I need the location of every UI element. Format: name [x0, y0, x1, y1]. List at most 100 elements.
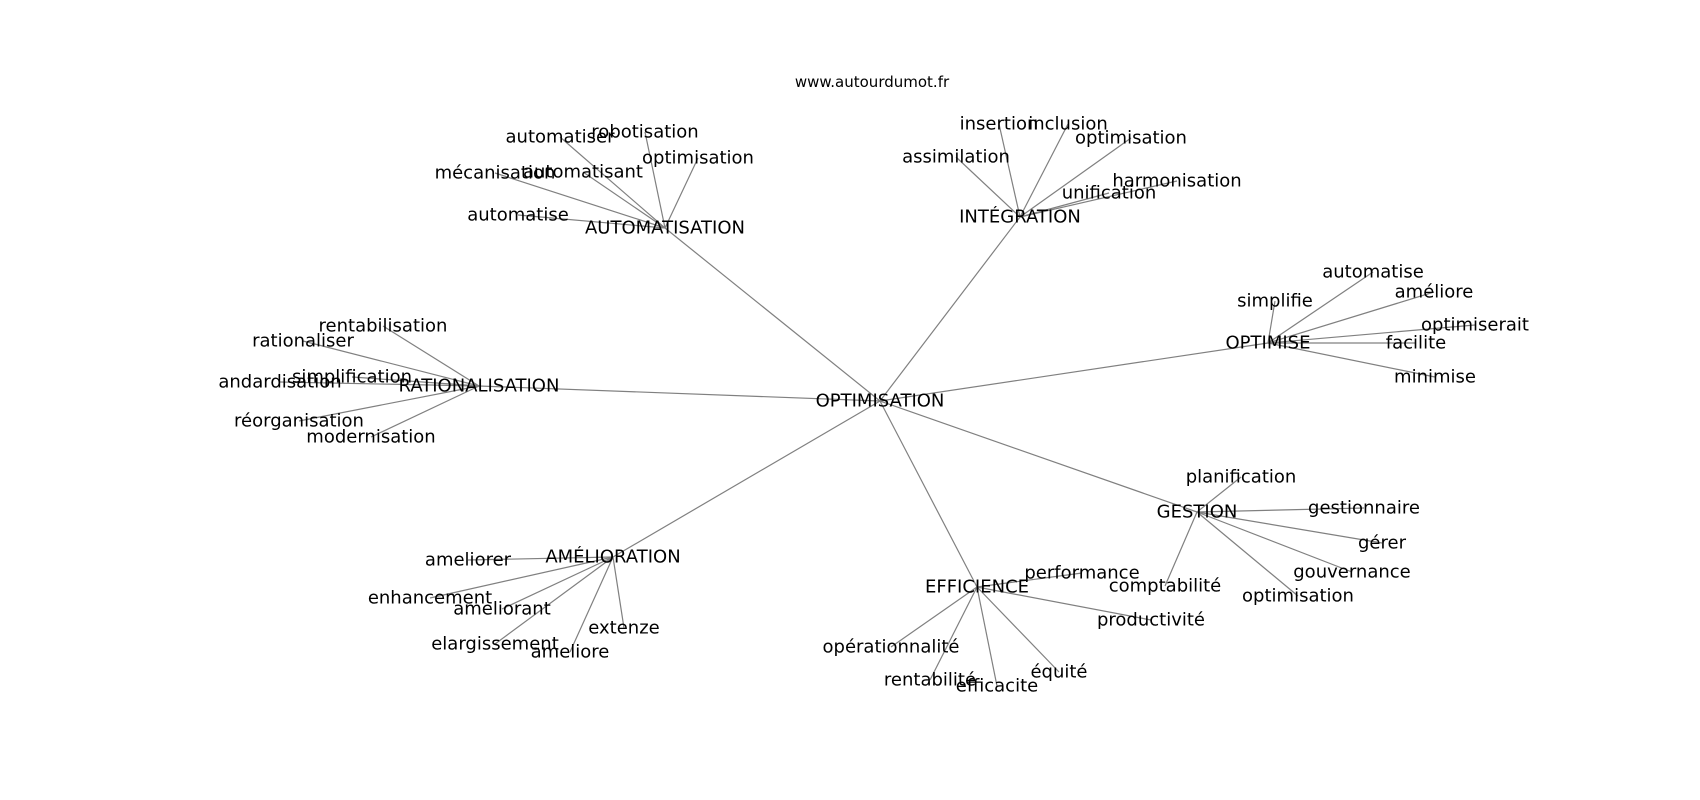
hub-node-gestion[interactable]: GESTION — [1157, 502, 1238, 523]
edge-optimise-leaf — [1267, 342, 1436, 378]
edge-automatisation-leaf — [494, 172, 666, 229]
edge-optimise-leaf — [1267, 291, 1435, 344]
edge-optimise-leaf — [1267, 324, 1476, 344]
leaf-node[interactable]: automatise — [467, 205, 569, 226]
leaf-node[interactable]: opérationnalité — [823, 637, 960, 658]
edge-integration-leaf — [1019, 180, 1178, 218]
leaf-node[interactable]: extenze — [588, 618, 659, 639]
edge-optimise-leaf — [1267, 300, 1276, 344]
hub-node-optimise[interactable]: OPTIMISE — [1226, 333, 1311, 354]
hub-node-automatisation[interactable]: AUTOMATISATION — [585, 218, 745, 239]
nodes: automatiserrobotisationmécanisationautom… — [218, 114, 1529, 697]
edge-rationalisation-leaf — [370, 385, 480, 438]
center-node[interactable]: OPTIMISATION — [816, 391, 945, 412]
leaf-node[interactable]: insertion — [960, 114, 1039, 135]
edge-center-automatisation — [664, 227, 881, 402]
edge-center-efficience — [879, 400, 978, 588]
leaf-node[interactable]: optimisation — [642, 148, 754, 169]
edge-amelioration-leaf — [494, 556, 614, 645]
edge-rationalisation-leaf — [382, 325, 480, 387]
edge-amelioration-leaf — [612, 556, 625, 629]
leaf-node[interactable]: gérer — [1358, 533, 1407, 554]
leaf-node[interactable]: minimise — [1394, 367, 1476, 388]
leaf-node[interactable]: équité — [1030, 662, 1087, 683]
leaf-node[interactable]: rentabilisation — [319, 316, 448, 337]
leaf-node[interactable]: inclusion — [1028, 114, 1108, 135]
leaf-node[interactable]: automatise — [1322, 262, 1424, 283]
leaf-node[interactable]: simplification — [292, 367, 412, 388]
leaf-node[interactable]: améliore — [1395, 282, 1474, 303]
edge-integration-leaf — [1019, 123, 1069, 218]
edge-amelioration-leaf — [569, 556, 614, 653]
edge-integration-leaf — [1019, 192, 1110, 218]
edge-gestion-leaf — [1196, 511, 1299, 597]
edge-automatisation-leaf — [582, 171, 666, 229]
edge-optimise-leaf — [1267, 271, 1374, 344]
leaf-node[interactable]: automatisant — [523, 162, 643, 183]
edge-gestion-leaf — [1164, 511, 1198, 587]
leaf-node[interactable]: harmonisation — [1112, 171, 1241, 192]
edge-automatisation-leaf — [664, 157, 699, 229]
edge-automatisation-leaf — [644, 131, 666, 229]
edge-gestion-leaf — [1196, 507, 1365, 513]
leaf-node[interactable]: efficacite — [956, 676, 1038, 697]
edge-rationalisation-leaf — [302, 340, 480, 387]
hub-node-integration[interactable]: INTÉGRATION — [959, 206, 1081, 228]
edge-rationalisation-leaf — [298, 385, 480, 422]
leaf-node[interactable]: réorganisation — [234, 411, 364, 432]
leaf-node[interactable]: simplifie — [1237, 291, 1313, 312]
leaf-node[interactable]: assimilation — [902, 147, 1010, 168]
leaf-node[interactable]: gestionnaire — [1308, 498, 1420, 519]
leaf-node[interactable]: facilite — [1386, 333, 1446, 354]
edge-gestion-leaf — [1196, 511, 1383, 544]
leaf-node[interactable]: optimisation — [1242, 586, 1354, 607]
leaf-node[interactable]: automatiser — [506, 127, 616, 148]
leaf-node[interactable]: performance — [1024, 563, 1139, 584]
edge-efficience-leaf — [976, 586, 1152, 621]
edge-gestion-leaf — [1196, 511, 1353, 573]
leaf-node[interactable]: optimisation — [1075, 128, 1187, 149]
edge-integration-leaf — [955, 156, 1021, 218]
hub-node-efficience[interactable]: EFFICIENCE — [925, 577, 1029, 598]
edge-center-gestion — [879, 400, 1198, 513]
leaf-node[interactable]: optimiserait — [1421, 315, 1529, 336]
leaf-node[interactable]: modernisation — [306, 427, 435, 448]
leaf-node[interactable]: gouvernance — [1293, 562, 1410, 583]
leaf-node[interactable]: andardisation — [218, 372, 341, 393]
edge-efficience-leaf — [890, 586, 978, 648]
leaf-node[interactable]: comptabilité — [1109, 576, 1222, 597]
edge-integration-leaf — [998, 123, 1021, 218]
leaf-node[interactable]: planification — [1186, 467, 1297, 488]
leaf-node[interactable]: rationaliser — [252, 331, 354, 352]
edge-center-optimise — [879, 342, 1269, 402]
edge-amelioration-leaf — [429, 556, 614, 599]
leaf-node[interactable]: ameliorant — [453, 599, 551, 620]
edge-rationalisation-leaf — [351, 376, 480, 387]
edge-automatisation-leaf — [517, 214, 666, 229]
edge-efficience-leaf — [929, 586, 978, 681]
edge-center-amelioration — [612, 400, 881, 558]
edge-efficience-leaf — [976, 572, 1083, 588]
leaf-node[interactable]: enhancement — [368, 588, 492, 609]
edge-amelioration-leaf — [501, 556, 614, 610]
hub-node-rationalisation[interactable]: RATIONALISATION — [399, 376, 560, 397]
edge-integration-leaf — [1019, 137, 1132, 218]
edge-center-integration — [879, 216, 1021, 402]
leaf-node[interactable]: ameliorer — [425, 550, 512, 571]
leaf-node[interactable]: productivité — [1097, 610, 1205, 631]
leaf-node[interactable]: mécanisation — [435, 163, 556, 184]
leaf-node[interactable]: ameliore — [531, 642, 610, 663]
edge-automatisation-leaf — [559, 136, 666, 229]
edges — [279, 123, 1476, 687]
edge-center-rationalisation — [478, 385, 881, 402]
edge-rationalisation-leaf — [279, 381, 480, 387]
leaf-node[interactable]: robotisation — [591, 122, 698, 143]
edge-efficience-leaf — [976, 586, 1060, 673]
hub-node-amelioration[interactable]: AMÉLIORATION — [545, 546, 680, 568]
leaf-node[interactable]: elargissement — [431, 634, 559, 655]
edge-efficience-leaf — [976, 586, 998, 687]
leaf-node[interactable]: rentabilité — [884, 670, 976, 691]
site-label: www.autourdumot.fr — [795, 73, 950, 91]
leaf-node[interactable]: unification — [1062, 183, 1157, 204]
